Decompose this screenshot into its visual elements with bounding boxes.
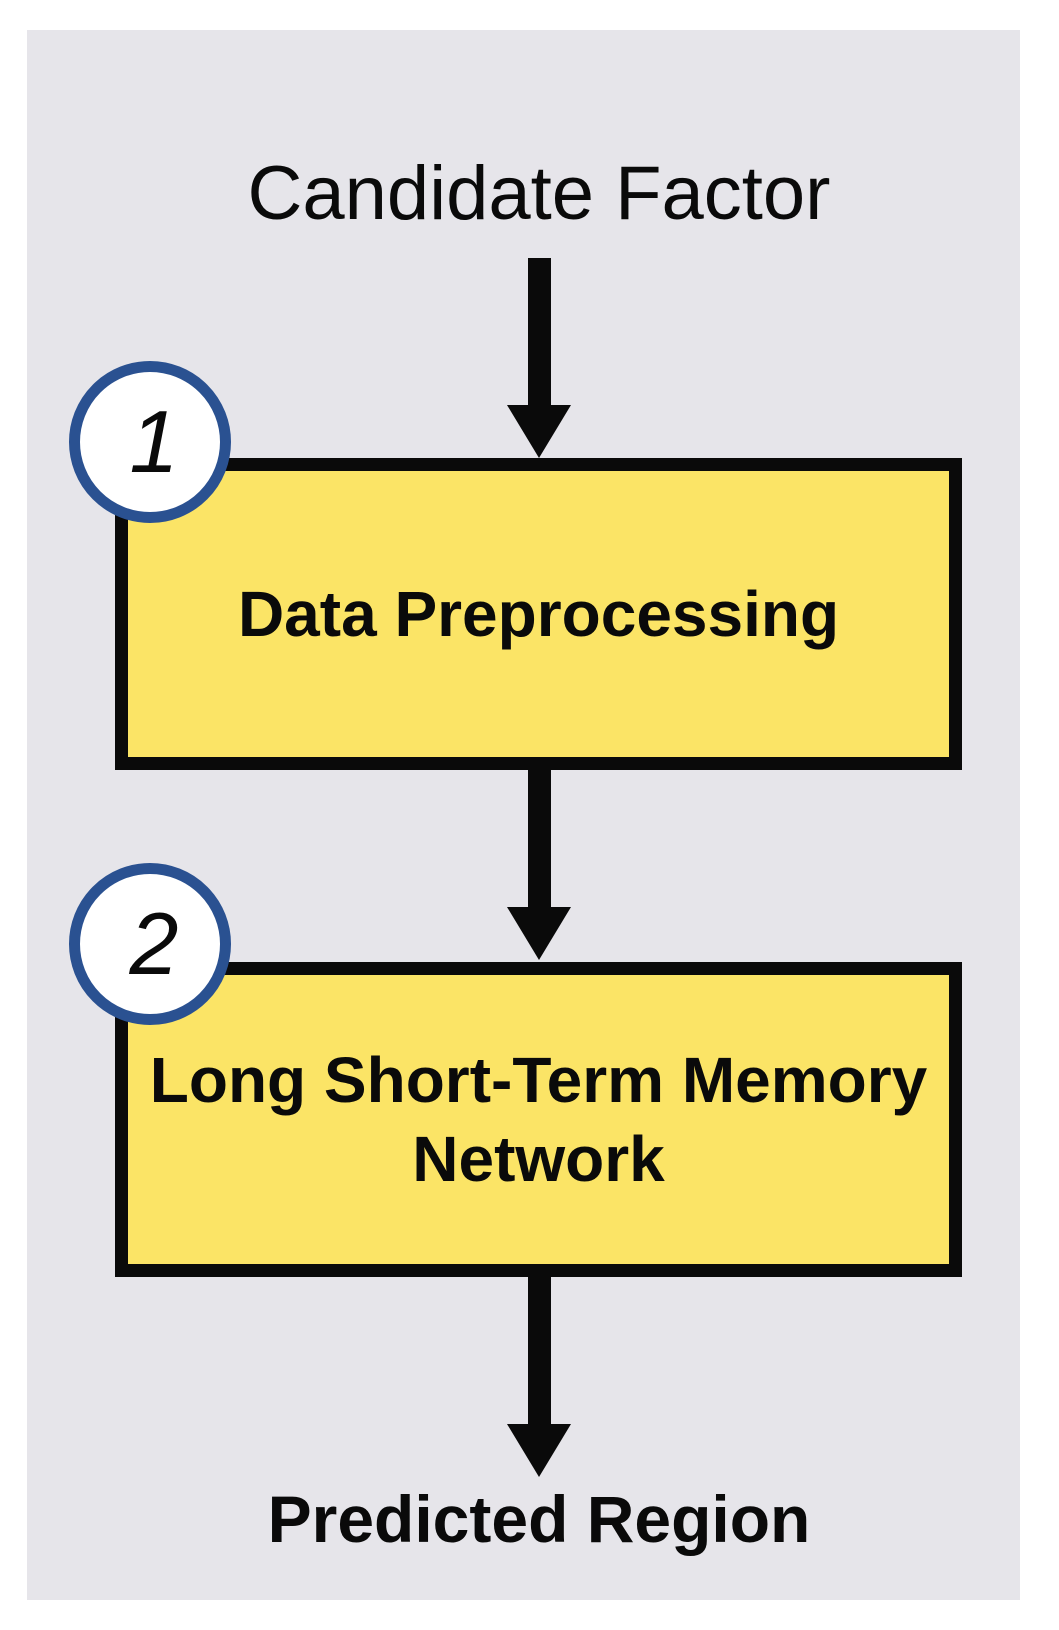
- step-1-box: Data Preprocessing: [115, 458, 962, 770]
- arrow-down-icon: [507, 768, 571, 960]
- arrow-head: [507, 405, 571, 458]
- flowchart-panel: Candidate Factor Data Preprocessing 1 Lo…: [27, 30, 1020, 1600]
- step-2-box: Long Short-Term Memory Network: [115, 962, 962, 1277]
- arrow-head: [507, 907, 571, 960]
- step-2-number: 2: [129, 894, 179, 993]
- arrow-head: [507, 1424, 571, 1477]
- step-2-label: Long Short-Term Memory Network: [149, 1044, 928, 1195]
- arrow-shaft: [527, 258, 551, 405]
- step-1-label: Data Preprocessing: [237, 577, 840, 650]
- arrow-down-icon: [507, 1277, 571, 1477]
- step-1-badge: 1: [69, 361, 231, 523]
- step-2-badge: 2: [69, 863, 231, 1025]
- step-1-number: 1: [129, 392, 179, 491]
- input-label: Candidate Factor: [247, 151, 831, 236]
- arrow-down-icon: [507, 258, 571, 458]
- output-label: Predicted Region: [267, 1482, 811, 1556]
- arrow-shaft: [527, 1277, 551, 1424]
- arrow-shaft: [527, 768, 551, 907]
